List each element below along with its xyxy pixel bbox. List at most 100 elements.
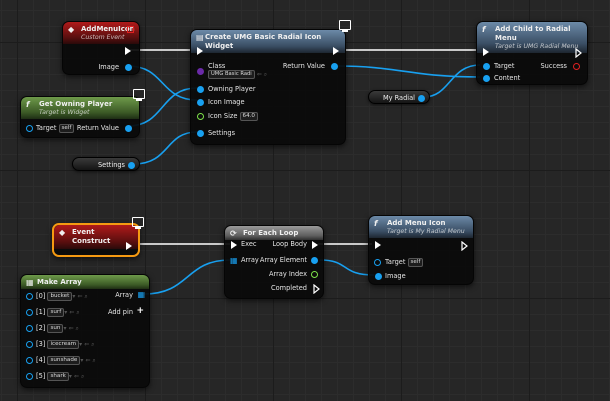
chevron-down-icon[interactable]: ▾ (68, 373, 72, 380)
exec-in-pin[interactable] (375, 241, 381, 249)
target-pin[interactable] (483, 63, 490, 70)
item-pin[interactable] (26, 373, 33, 380)
item-pin[interactable] (26, 357, 33, 364)
asset-dropdown[interactable]: surf (47, 307, 65, 317)
browse-icon[interactable]: ⇐ ⌕ (85, 357, 96, 364)
my-radial-out-pin[interactable] (418, 94, 425, 102)
image-out-pin[interactable] (125, 64, 132, 71)
chevron-down-icon[interactable]: ▾ (64, 309, 68, 316)
icon-size-pin[interactable] (197, 113, 204, 120)
class-dropdown[interactable]: UMG Basic Radi (208, 69, 255, 79)
monitor-icon (132, 217, 144, 229)
browse-icon[interactable]: ⇐ ⌕ (74, 373, 85, 380)
for-each-loop-node[interactable]: ⟳ For Each Loop Exec Loop Body ▦ Array A… (224, 225, 324, 299)
target-pin[interactable] (26, 125, 33, 132)
icon-image-pin[interactable] (197, 99, 204, 106)
exec-in-pin[interactable] (483, 48, 489, 56)
create-widget-node[interactable]: ▤ Create UMG Basic Radial Icon Widget Cl… (190, 29, 346, 145)
asset-dropdown[interactable]: bucket (47, 291, 73, 301)
loop-icon: ⟳ (230, 229, 237, 238)
exec-out-pin[interactable] (575, 48, 583, 58)
exec-out-pin[interactable] (126, 242, 132, 250)
event-diamond-icon: ◆ (68, 25, 75, 34)
array-element-pin[interactable] (311, 257, 318, 264)
chevron-down-icon[interactable]: ▾ (72, 293, 76, 300)
return-value-pin[interactable] (331, 63, 338, 70)
add-child-to-radial-menu-node[interactable]: f Add Child to Radial Menu Target is UMG… (476, 21, 588, 85)
asset-dropdown[interactable]: icecream (47, 339, 80, 349)
add-pin-plus-icon[interactable]: + (136, 306, 144, 316)
image-pin-label: Image (98, 63, 119, 71)
target-label: Target (494, 62, 515, 70)
exec-out-pin[interactable] (333, 47, 339, 55)
array-out-pin[interactable]: ▦ (137, 290, 145, 299)
owning-player-label: Owning Player (208, 85, 256, 93)
target-self-input[interactable]: self (58, 123, 75, 133)
monitor-icon (339, 20, 351, 32)
completed-pin[interactable] (313, 284, 321, 294)
array-index-pin[interactable] (311, 271, 318, 278)
array-label: Array (115, 291, 133, 299)
event-construct-node[interactable]: ◆ Event Construct (52, 223, 140, 257)
add-pin-label: Add pin (107, 308, 133, 316)
browse-icon[interactable]: ⇐ ⌕ (84, 341, 95, 348)
loop-body-pin[interactable] (312, 241, 318, 249)
exec-out-pin[interactable] (125, 47, 131, 55)
array-grid-icon[interactable]: ▦ (230, 256, 238, 265)
loop-body-label: Loop Body (272, 240, 307, 248)
my-radial-variable[interactable]: My Radial (368, 90, 430, 104)
node-header: ▦ Make Array (21, 275, 149, 289)
delegate-pin[interactable] (127, 26, 134, 33)
node-header: ◆ AddMenuIcon Custom Event (63, 22, 139, 44)
settings-label: Settings (208, 129, 236, 137)
node-header: f Add Menu Icon Target is My Radial Menu (369, 216, 473, 238)
exec-in-pin[interactable] (231, 241, 237, 249)
exec-in-pin[interactable] (197, 47, 203, 55)
class-value-row: UMG Basic Radi ⇐ ⌕ (208, 69, 267, 80)
array-item-row: [3] icecream▾ ⇐ ⌕ (36, 339, 95, 349)
node-header: ▤ Create UMG Basic Radial Icon Widget (191, 30, 345, 53)
asset-dropdown[interactable]: shark (47, 371, 69, 381)
chevron-down-icon[interactable]: ▾ (63, 325, 67, 332)
array-item-row: [0] bucket▾ ⇐ ⌕ (36, 291, 88, 301)
owning-player-pin[interactable] (197, 86, 204, 93)
target-self-input[interactable]: self (407, 257, 424, 267)
browse-icon[interactable]: ⇐ ⌕ (256, 71, 268, 78)
array-item-row: [2] sun▾ ⇐ ⌕ (36, 323, 79, 333)
icon-size-input[interactable]: 64.0 (239, 111, 258, 121)
browse-icon[interactable]: ⇐ ⌕ (68, 325, 79, 332)
asset-dropdown[interactable]: sun (47, 323, 64, 333)
asset-dropdown[interactable]: sunshade (47, 355, 81, 365)
success-pin[interactable] (573, 63, 580, 70)
array-item-row: [5] shark▾ ⇐ ⌕ (36, 371, 85, 381)
item-pin[interactable] (26, 341, 33, 348)
array-grid-icon: ▦ (26, 278, 34, 287)
add-menu-icon-call-node[interactable]: f Add Menu Icon Target is My Radial Menu… (368, 215, 474, 285)
target-pin[interactable] (374, 259, 381, 266)
settings-pin[interactable] (197, 130, 204, 137)
settings-out-pin[interactable] (128, 161, 135, 169)
item-pin[interactable] (26, 309, 33, 316)
chevron-down-icon[interactable]: ▾ (80, 357, 84, 364)
settings-variable[interactable]: Settings (72, 157, 140, 171)
array-index-label: Array Index (268, 270, 307, 278)
node-header: ◆ Event Construct (54, 225, 138, 249)
item-pin[interactable] (26, 325, 33, 332)
add-menu-icon-event-node[interactable]: ◆ AddMenuIcon Custom Event Image (62, 21, 140, 75)
item-pin[interactable] (26, 293, 33, 300)
exec-label: Exec (241, 240, 257, 248)
event-diamond-icon: ◆ (59, 228, 66, 237)
browse-icon[interactable]: ⇐ ⌕ (77, 293, 88, 300)
image-pin[interactable] (375, 273, 382, 280)
content-pin[interactable] (483, 75, 490, 82)
get-owning-player-node[interactable]: f Get Owning Player Target is Widget Tar… (20, 96, 140, 138)
class-pin[interactable] (197, 68, 204, 75)
return-value-pin[interactable] (125, 125, 132, 132)
monitor-icon (133, 89, 145, 101)
exec-out-pin[interactable] (461, 241, 469, 251)
browse-icon[interactable]: ⇐ ⌕ (69, 309, 80, 316)
chevron-down-icon[interactable]: ▾ (79, 341, 83, 348)
node-header: f Add Child to Radial Menu Target is UMG… (477, 22, 587, 53)
make-array-node[interactable]: ▦ Make Array Array ▦ Add pin + [0] bucke… (20, 274, 150, 388)
